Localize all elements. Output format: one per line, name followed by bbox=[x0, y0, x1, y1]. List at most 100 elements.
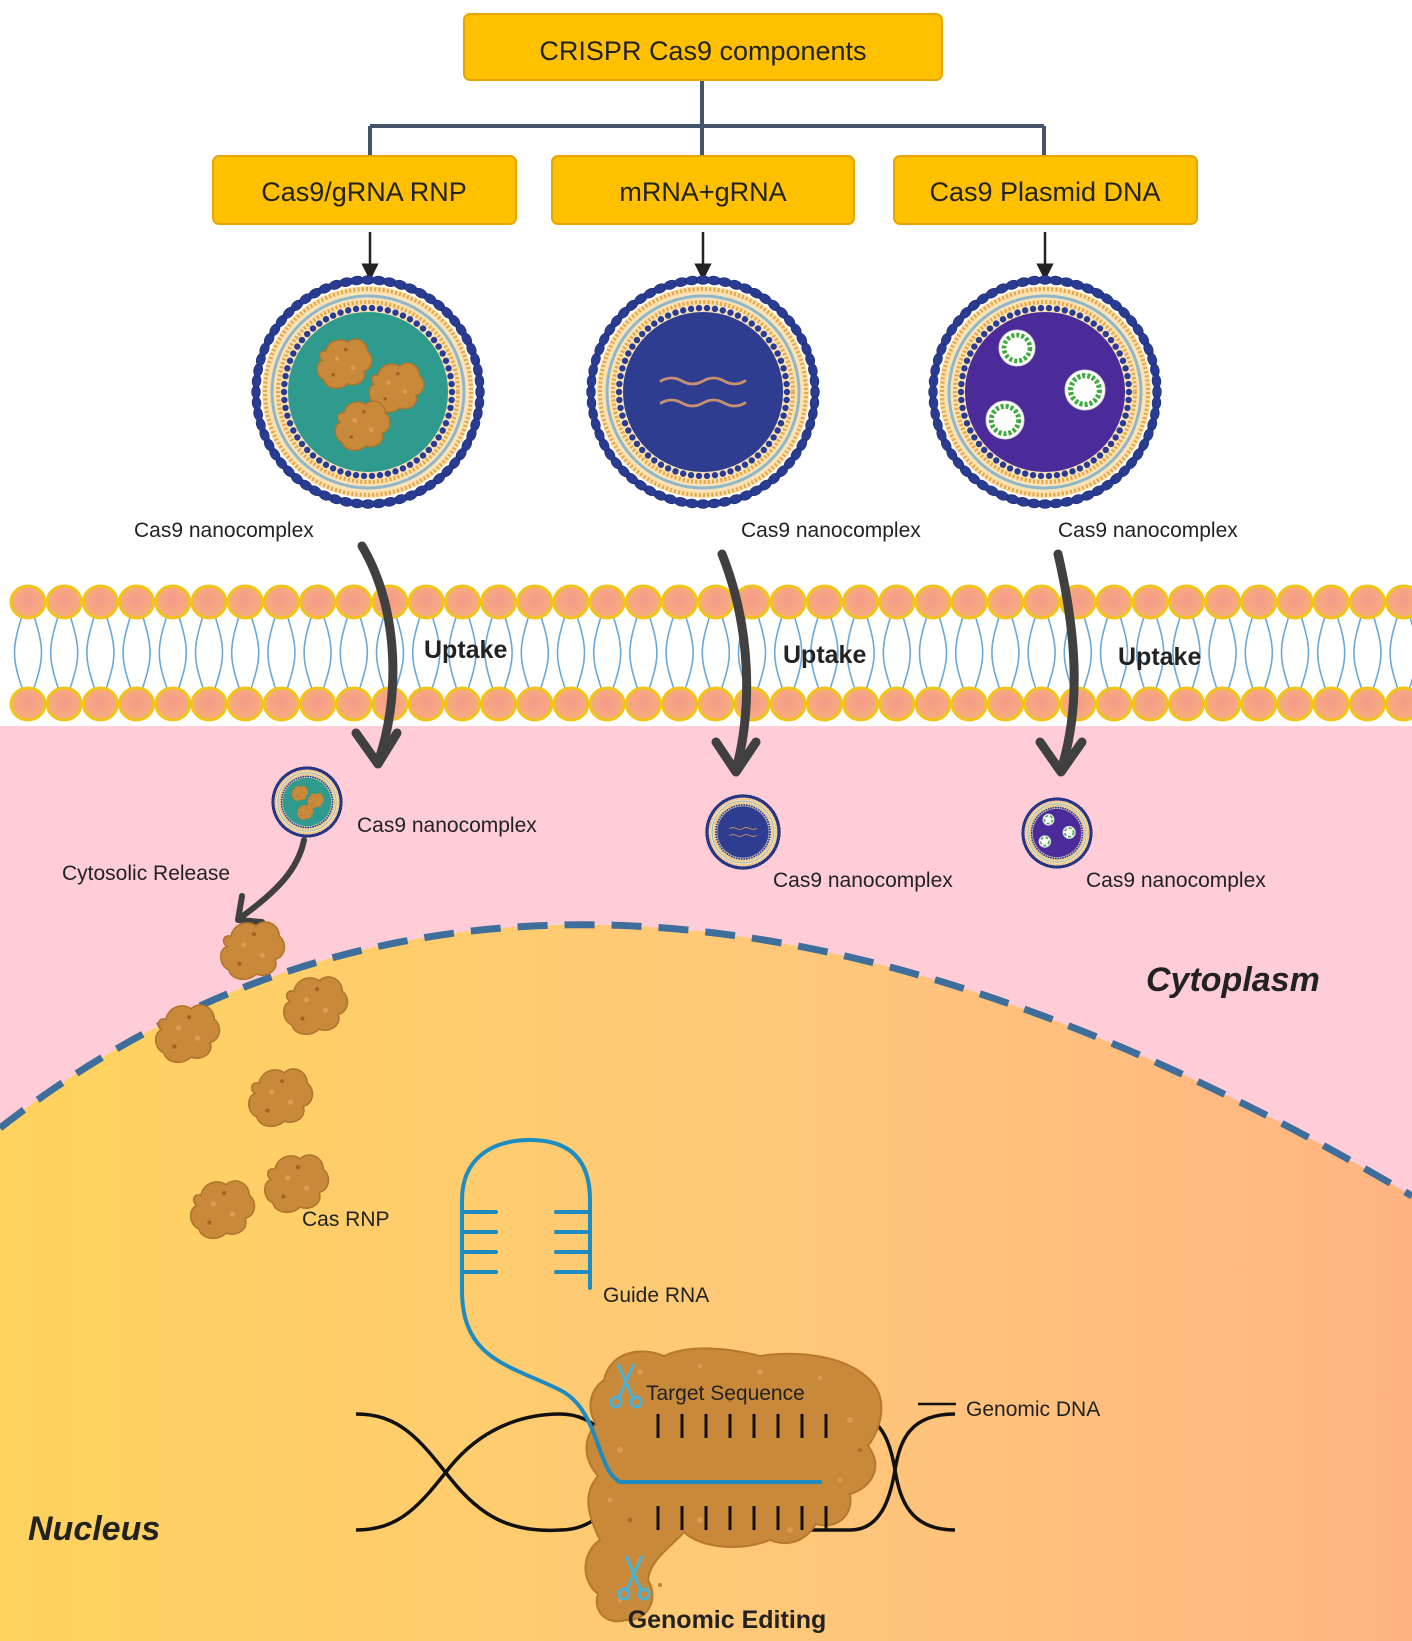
lipid-head bbox=[516, 686, 554, 722]
lipid-head bbox=[769, 584, 807, 620]
lipid-head bbox=[1385, 584, 1412, 620]
cas9-protein-icon bbox=[247, 1068, 314, 1128]
lipid-tail bbox=[158, 615, 188, 689]
lipid-head bbox=[842, 686, 880, 722]
component-box-mrna: mRNA+gRNA bbox=[551, 155, 855, 225]
lipid-head bbox=[299, 584, 337, 620]
nanocomplex-rnp bbox=[251, 275, 485, 509]
mrna-strand bbox=[659, 376, 747, 386]
lipid-tail bbox=[13, 615, 43, 689]
lipid-head bbox=[661, 686, 699, 722]
lipid-head bbox=[1167, 584, 1205, 620]
nanocomplex-label-1: Cas9 nanocomplex bbox=[134, 519, 314, 542]
lipid-head bbox=[407, 584, 445, 620]
lipid-tail bbox=[629, 615, 658, 689]
mrna-strand bbox=[729, 834, 757, 837]
cas9-protein-icon bbox=[368, 362, 425, 413]
scissors-icon bbox=[609, 1363, 643, 1409]
lipid-head bbox=[769, 686, 807, 722]
uptake-arrows bbox=[351, 541, 1087, 777]
lipid-head bbox=[9, 584, 47, 620]
lipid-tail bbox=[882, 615, 912, 689]
nanocomplex-core bbox=[717, 806, 769, 858]
genomic-editing-label: Genomic Editing bbox=[628, 1606, 827, 1634]
lipid-head bbox=[1131, 686, 1169, 722]
nanocomplex-label-3: Cas9 nanocomplex bbox=[1058, 519, 1238, 542]
nucleus-region bbox=[0, 924, 1412, 1641]
lipid-head bbox=[986, 686, 1024, 722]
scissors-icon bbox=[617, 1555, 651, 1601]
lipid-head bbox=[697, 584, 735, 620]
lipid-head bbox=[588, 686, 626, 722]
lipid-head bbox=[9, 686, 47, 722]
lipid-head bbox=[1348, 686, 1386, 722]
lipid-head bbox=[190, 686, 228, 722]
lipid-head bbox=[1204, 686, 1242, 722]
lipid-head bbox=[480, 584, 518, 620]
uptake-label-2: Uptake bbox=[783, 641, 866, 669]
cytosolic-release-label: Cytosolic Release bbox=[62, 862, 230, 885]
lipid-tail bbox=[810, 615, 839, 689]
lipid-head bbox=[986, 584, 1024, 620]
lipid-tail bbox=[1172, 615, 1201, 689]
lipid-head bbox=[226, 584, 264, 620]
mrna-strand bbox=[729, 827, 757, 830]
nanocomplex-label-4: Cas9 nanocomplex bbox=[357, 814, 537, 837]
lipid-head bbox=[118, 686, 156, 722]
lipid-head bbox=[45, 686, 83, 722]
lipid-tail bbox=[1027, 615, 1056, 689]
genomic-dna-label: Genomic DNA bbox=[966, 1398, 1100, 1421]
lipid-head bbox=[81, 584, 119, 620]
lipid-tail bbox=[991, 615, 1020, 689]
lipid-head bbox=[335, 686, 373, 722]
lipid-tail bbox=[1244, 615, 1274, 689]
plasmid-icon bbox=[998, 329, 1036, 367]
lipid-head bbox=[878, 584, 916, 620]
lipid-head bbox=[588, 584, 626, 620]
plasmid-icon bbox=[1038, 835, 1052, 848]
uptake-label-1: Uptake bbox=[424, 636, 507, 664]
lipid-tail bbox=[1208, 615, 1237, 689]
lipid-tail bbox=[1316, 615, 1346, 689]
root-box: CRISPR Cas9 components bbox=[463, 13, 943, 81]
cas9-protein-icon bbox=[291, 785, 309, 802]
lipid-head bbox=[805, 584, 843, 620]
nanocomplex-label-2: Cas9 nanocomplex bbox=[741, 519, 921, 542]
lipid-head bbox=[335, 584, 373, 620]
lipid-head bbox=[407, 686, 445, 722]
lipid-head bbox=[1348, 584, 1386, 620]
lipid-head bbox=[1095, 686, 1133, 722]
lipid-tail bbox=[339, 615, 369, 689]
cas9-protein-icon bbox=[189, 1180, 256, 1240]
cas9-protein-icon bbox=[334, 400, 391, 451]
lipid-head bbox=[1240, 584, 1278, 620]
nanocomplex-label-5: Cas9 nanocomplex bbox=[773, 869, 953, 892]
lipid-head bbox=[1312, 584, 1350, 620]
lipid-tail bbox=[375, 615, 405, 689]
released-cas-rnp-proteins bbox=[154, 921, 349, 1240]
lipid-head bbox=[45, 584, 83, 620]
lipid-head bbox=[480, 686, 518, 722]
cytosolic-release-arrow bbox=[235, 837, 307, 925]
lipid-tail bbox=[1135, 615, 1165, 689]
lipid-head bbox=[118, 584, 156, 620]
lipid-head bbox=[190, 584, 228, 620]
lipid-tail bbox=[1099, 615, 1129, 689]
nanocomplex-label-6: Cas9 nanocomplex bbox=[1086, 869, 1266, 892]
small-nanocomplex-plasmid bbox=[1021, 797, 1093, 869]
lipid-tail bbox=[701, 615, 731, 689]
lipid-head bbox=[805, 686, 843, 722]
lipid-head bbox=[624, 584, 662, 620]
lipid-head bbox=[552, 584, 590, 620]
lipid-head bbox=[262, 686, 300, 722]
lipid-head bbox=[950, 686, 988, 722]
lipid-head bbox=[1023, 584, 1061, 620]
lipid-head bbox=[516, 584, 554, 620]
lipid-head bbox=[661, 584, 699, 620]
lipid-tail bbox=[918, 615, 948, 689]
nanocomplex-core bbox=[623, 312, 783, 472]
lipid-head bbox=[1095, 584, 1133, 620]
lipid-tail bbox=[954, 615, 984, 689]
lipid-head bbox=[552, 686, 590, 722]
